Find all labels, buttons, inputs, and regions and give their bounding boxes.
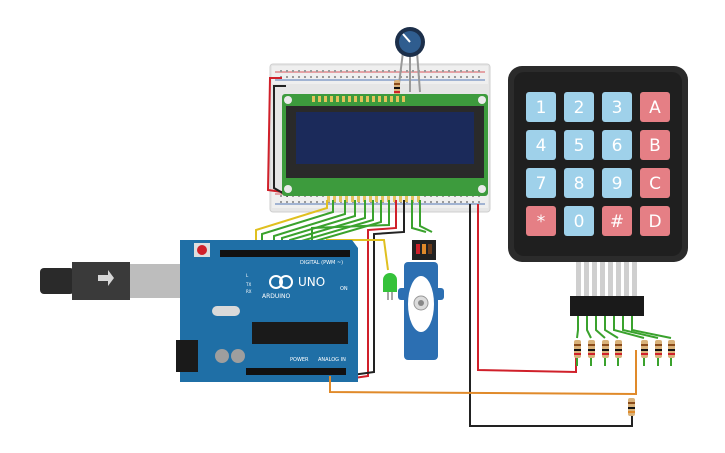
key-label: 1 <box>536 98 547 118</box>
key-c[interactable]: C <box>640 168 670 198</box>
key-star[interactable]: * <box>526 206 556 236</box>
key-label: B <box>649 136 661 156</box>
board-brand: ARDUINO <box>262 293 291 300</box>
key-8[interactable]: 8 <box>564 168 594 198</box>
key-hash[interactable]: # <box>602 206 632 236</box>
key-label: 8 <box>574 174 585 194</box>
power-label: POWER <box>290 357 309 363</box>
key-b[interactable]: B <box>640 130 670 160</box>
key-label: 3 <box>612 98 623 118</box>
l-label: L <box>246 273 249 278</box>
key-7[interactable]: 7 <box>526 168 556 198</box>
analog-header <box>246 368 346 375</box>
keypad-keys: 1 2 3 A 4 5 6 B 7 8 9 C * 0 # D <box>526 92 670 236</box>
tx-label: TX <box>245 282 251 287</box>
arduino-uno[interactable]: UNO ARDUINO DIGITAL (PWM ~) POWER ANALOG… <box>40 240 358 382</box>
pulldown-resistor[interactable] <box>628 398 635 416</box>
key-label: 4 <box>536 136 547 156</box>
usb-icon <box>98 270 114 286</box>
key-label: C <box>649 174 661 194</box>
key-6[interactable]: 6 <box>602 130 632 160</box>
key-label: A <box>649 98 661 118</box>
key-label: # <box>610 212 624 232</box>
key-a[interactable]: A <box>640 92 670 122</box>
on-label: ON <box>340 286 348 292</box>
atmega-chip <box>252 322 348 344</box>
key-label: 6 <box>612 136 623 156</box>
resistor-contrast[interactable] <box>394 80 400 96</box>
lcd-display[interactable] <box>282 94 488 202</box>
key-3[interactable]: 3 <box>602 92 632 122</box>
usb-plug <box>40 268 74 294</box>
key-9[interactable]: 9 <box>602 168 632 198</box>
key-label: 2 <box>574 98 585 118</box>
keypad-connector <box>570 296 644 316</box>
keypad[interactable]: 1 2 3 A 4 5 6 B 7 8 9 C * 0 # D <box>508 66 688 416</box>
key-label: 0 <box>574 212 585 232</box>
rx-label: RX <box>246 289 252 294</box>
lcd-screen <box>296 112 474 164</box>
key-1[interactable]: 1 <box>526 92 556 122</box>
key-d[interactable]: D <box>640 206 670 236</box>
key-label: 5 <box>574 136 585 156</box>
keypad-resistors <box>574 316 675 366</box>
potentiometer[interactable] <box>395 27 425 93</box>
key-label: 7 <box>536 174 547 194</box>
keypad-ribbon <box>576 262 637 298</box>
key-0[interactable]: 0 <box>564 206 594 236</box>
key-label: D <box>648 212 661 232</box>
power-jack <box>176 340 198 372</box>
servo-motor[interactable] <box>398 240 444 360</box>
board-model: UNO <box>298 275 325 289</box>
analog-label: ANALOG IN <box>318 357 346 363</box>
rail-wires <box>266 77 289 197</box>
digital-label: DIGITAL (PWM ~) <box>300 260 343 266</box>
green-led[interactable] <box>383 273 397 300</box>
reset-button <box>197 245 207 255</box>
lcd-pins <box>312 96 420 202</box>
digital-header <box>220 250 350 257</box>
key-4[interactable]: 4 <box>526 130 556 160</box>
key-label: 9 <box>612 174 623 194</box>
key-5[interactable]: 5 <box>564 130 594 160</box>
key-2[interactable]: 2 <box>564 92 594 122</box>
key-label: * <box>537 212 546 232</box>
